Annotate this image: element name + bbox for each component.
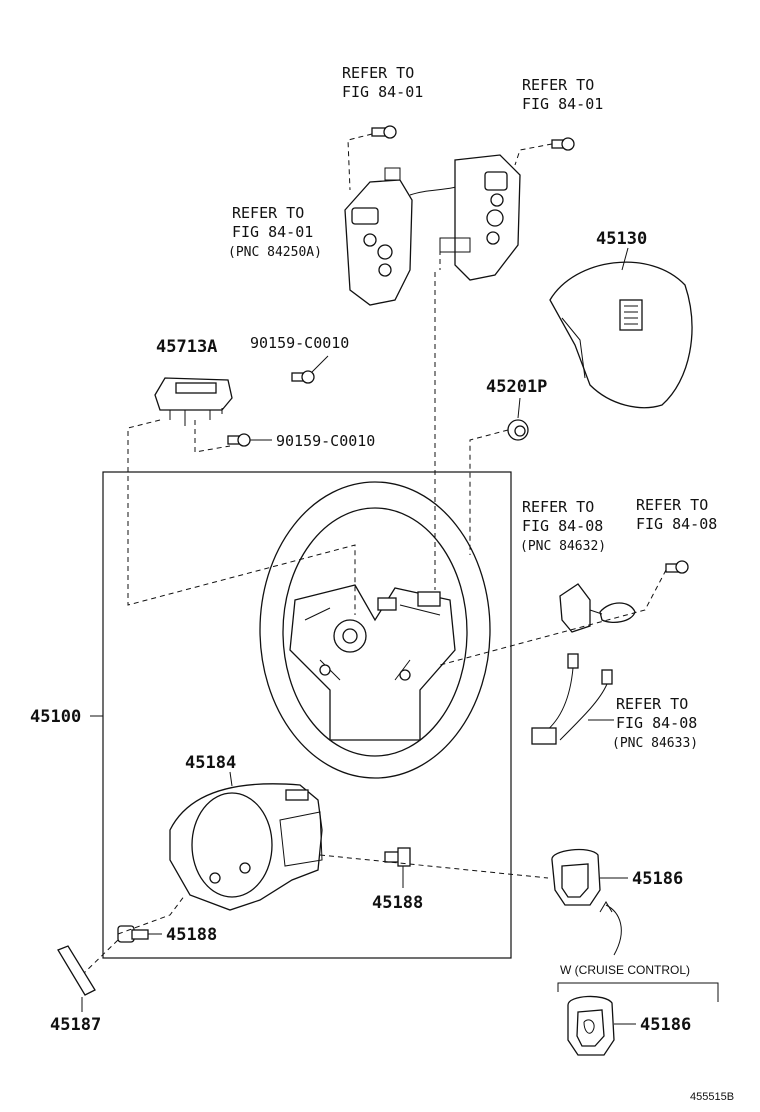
label-45187: 45187 (50, 1015, 101, 1035)
bezel-45186-b (567, 995, 615, 1056)
label-45713a: 45713A (156, 337, 217, 357)
bolt-45188-b (384, 847, 411, 867)
refer-mid-right-line1: REFER TO (636, 496, 708, 514)
refer-top-left-line2: FIG 84-01 (342, 83, 423, 101)
label-45130: 45130 (596, 229, 647, 249)
trim-45187 (57, 945, 96, 996)
refer-mid-right-line2: FIG 84-08 (636, 515, 717, 533)
refer-switch-left-line3: (PNC 84250A) (228, 245, 322, 260)
bracket-45713a (154, 377, 233, 426)
switch-84632 (559, 583, 636, 633)
caption-cruise-control: W (CRUISE CONTROL) (560, 963, 690, 977)
harness-84633 (531, 653, 613, 745)
label-45100: 45100 (30, 707, 81, 727)
refer-switch-left-line1: REFER TO (232, 204, 304, 222)
assembly-frame (102, 471, 512, 959)
switch-right (439, 154, 521, 281)
bolt-45188-a (117, 925, 149, 943)
refer-harness-line1: REFER TO (616, 695, 688, 713)
refer-harness-line2: FIG 84-08 (616, 714, 697, 732)
cover-45184 (169, 783, 323, 911)
label-45201p: 45201P (486, 377, 547, 397)
refer-mid-left-line1: REFER TO (522, 498, 594, 516)
refer-top-right-line2: FIG 84-01 (522, 95, 603, 113)
label-90159-b: 90159-C0010 (276, 432, 375, 450)
steering-wheel (259, 481, 491, 779)
label-90159-a: 90159-C0010 (250, 334, 349, 352)
refer-top-right-line1: REFER TO (522, 76, 594, 94)
refer-mid-left-line3: (PNC 84632) (520, 539, 606, 554)
label-45186-a: 45186 (632, 869, 683, 889)
airbag-45130 (549, 261, 693, 409)
label-45188-b: 45188 (372, 893, 423, 913)
refer-mid-left-line2: FIG 84-08 (522, 517, 603, 535)
diagram-reference-code: 455515B (690, 1091, 734, 1103)
refer-switch-left-line2: FIG 84-01 (232, 223, 313, 241)
label-45186-b: 45186 (640, 1015, 691, 1035)
refer-top-left-line1: REFER TO (342, 64, 414, 82)
refer-harness-line3: (PNC 84633) (612, 736, 698, 751)
screw-top-right (551, 137, 575, 151)
screw-top-left (371, 125, 397, 139)
label-45184: 45184 (185, 753, 236, 773)
switch-left (344, 167, 471, 306)
bolt-90159-a (291, 370, 315, 384)
bezel-45186-a (551, 848, 601, 906)
nut-45201p (507, 419, 529, 441)
label-45188-a: 45188 (166, 925, 217, 945)
bolt-90159-b (227, 433, 251, 447)
screw-84-08 (665, 560, 689, 574)
